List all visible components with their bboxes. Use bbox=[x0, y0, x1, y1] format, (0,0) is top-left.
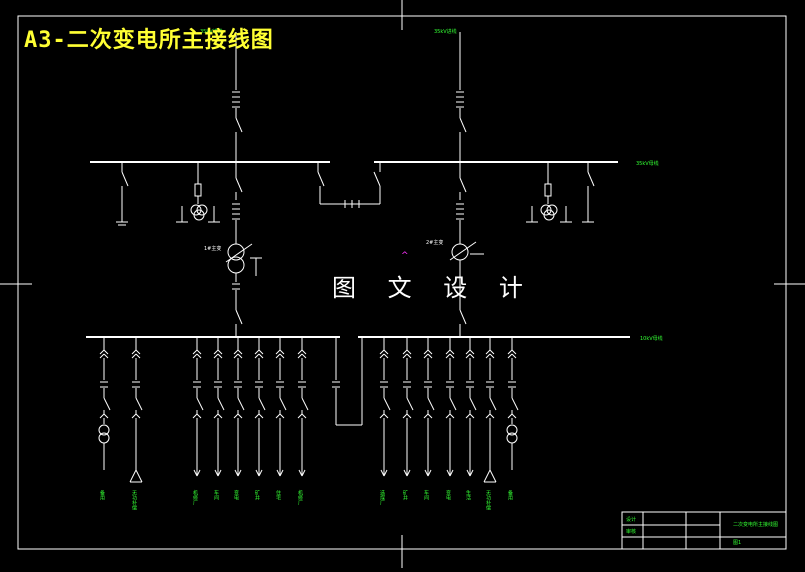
feeder-label-f6: 矿井 bbox=[254, 489, 260, 501]
feeder-label-f15: 备用 bbox=[507, 489, 513, 501]
branch-35kv-right-pt bbox=[526, 162, 572, 223]
title-block bbox=[621, 511, 787, 550]
feeder-label-f9: 选煤厂 bbox=[379, 489, 385, 506]
feeder-label-f8: 机修厂 bbox=[297, 489, 303, 506]
transformer-1-label: 1#主变 bbox=[204, 245, 221, 252]
feeder-f5 bbox=[233, 337, 245, 477]
bus-10kv-label: 10kV母线 bbox=[640, 335, 663, 342]
feeder-f12 bbox=[445, 337, 457, 477]
bus-coupler-10kv bbox=[332, 337, 363, 426]
design-label: 设计 bbox=[626, 516, 636, 523]
drawing-title: A3-二次变电所主接线图 bbox=[24, 28, 274, 53]
feeder-label-f3: 机修厂 bbox=[192, 489, 198, 506]
feeder-label-f7: 住宅 bbox=[275, 489, 281, 500]
bus-35kv-label: 35kV母线 bbox=[636, 160, 659, 167]
branch-35kv-left-arrester bbox=[116, 162, 129, 226]
transformer-1 bbox=[225, 162, 262, 337]
feeder-label-f10: 矿井 bbox=[402, 489, 408, 501]
feeder-f8 bbox=[297, 337, 309, 477]
feeder-label-f5: 变电 bbox=[233, 489, 239, 500]
feeder-f9 bbox=[379, 337, 391, 477]
feeder-f3 bbox=[192, 337, 204, 477]
diagram-labels: 35kV进线 35kV进线 35kV母线 10kV母线 1#主变 2#主变 bbox=[200, 28, 663, 342]
branch-35kv-left-pt bbox=[176, 162, 220, 223]
feeder-lines bbox=[98, 337, 519, 483]
feeder-f1 bbox=[98, 337, 111, 470]
incoming-right-label: 35kV进线 bbox=[434, 28, 457, 35]
feeder-f14 bbox=[483, 337, 497, 483]
incoming-line-left bbox=[232, 32, 243, 162]
branch-35kv-right-arrester bbox=[582, 162, 595, 223]
feeder-f11 bbox=[423, 337, 435, 477]
feeder-label-f2: 无功补偿 bbox=[131, 490, 137, 511]
feeder-label-f12: 变电 bbox=[445, 489, 451, 500]
incoming-left-label: 35kV进线 bbox=[200, 28, 223, 35]
scale-text: 图1 bbox=[733, 540, 741, 546]
check-label: 审核 bbox=[626, 528, 636, 535]
feeder-label-f13: 生活 bbox=[465, 489, 471, 501]
feeder-f13 bbox=[465, 337, 477, 477]
feeder-label-f14: 无功补偿 bbox=[485, 490, 491, 511]
feeder-label-f4: 车间 bbox=[213, 489, 219, 501]
transformer-2-label: 2#主变 bbox=[426, 239, 443, 246]
title-block-text: 设计 审核 二次变电所主接线图 图1 bbox=[626, 516, 778, 546]
incoming-line-right bbox=[456, 32, 467, 162]
feeder-f2 bbox=[129, 337, 143, 483]
feeder-label-f11: 车间 bbox=[423, 489, 429, 501]
feeder-f10 bbox=[402, 337, 414, 477]
feeder-f7 bbox=[275, 337, 287, 477]
transformer-2 bbox=[449, 162, 484, 337]
drawing-name: 二次变电所主接线图 bbox=[733, 521, 778, 528]
feeder-f6 bbox=[254, 337, 266, 477]
bus-tie bbox=[317, 162, 381, 208]
feeder-f15 bbox=[506, 337, 519, 470]
feeder-label-f1: 备用 bbox=[99, 489, 105, 501]
feeder-f4 bbox=[213, 337, 225, 477]
watermark-text: 图 文 设 计 bbox=[332, 274, 535, 302]
feeder-labels: 备用 无功补偿 机修厂 车间 变电 矿井 住宅 机修厂 选煤厂 矿井 车间 变电 生活 无功补偿 备用 bbox=[99, 489, 513, 511]
marker-symbol: ^ bbox=[401, 251, 409, 261]
